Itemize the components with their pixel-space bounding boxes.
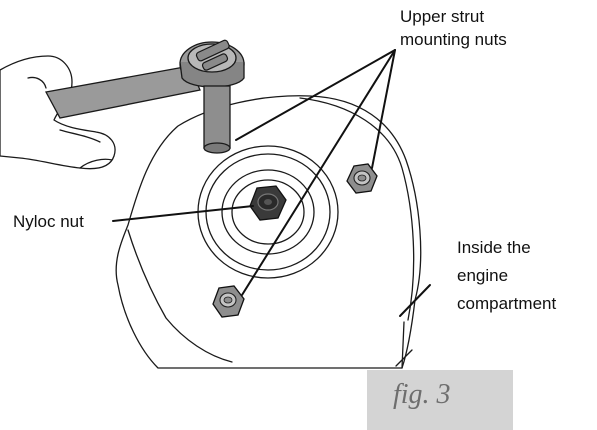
mounting-nut-right (346, 163, 378, 194)
label-upper-strut-line1: Upper strut (400, 7, 484, 26)
label-inside-line2: engine (457, 266, 508, 285)
mounting-nut-lower (212, 285, 245, 318)
strut-tower (115, 95, 422, 369)
label-inside-compartment: Inside the engine compartment (457, 238, 556, 313)
ratchet-wrench (45, 39, 245, 119)
leader-to-lower-nut (241, 49, 396, 296)
label-upper-strut: Upper strut mounting nuts (400, 7, 507, 49)
hand (0, 55, 116, 170)
label-nyloc-nut: Nyloc nut (13, 212, 84, 231)
leader-to-right-nut (371, 49, 396, 169)
leader-lines (112, 49, 431, 317)
caption-box (367, 370, 513, 430)
label-upper-strut-line2: mounting nuts (400, 30, 507, 49)
leader-to-compartment (399, 284, 431, 317)
socket-extension (203, 85, 231, 154)
leader-to-extension (235, 49, 396, 141)
figure-caption: fig. 3 (393, 379, 451, 410)
nyloc-nut (249, 185, 287, 221)
label-inside-line1: Inside the (457, 238, 531, 257)
leader-to-nyloc (112, 205, 254, 222)
label-inside-line3: compartment (457, 294, 556, 313)
